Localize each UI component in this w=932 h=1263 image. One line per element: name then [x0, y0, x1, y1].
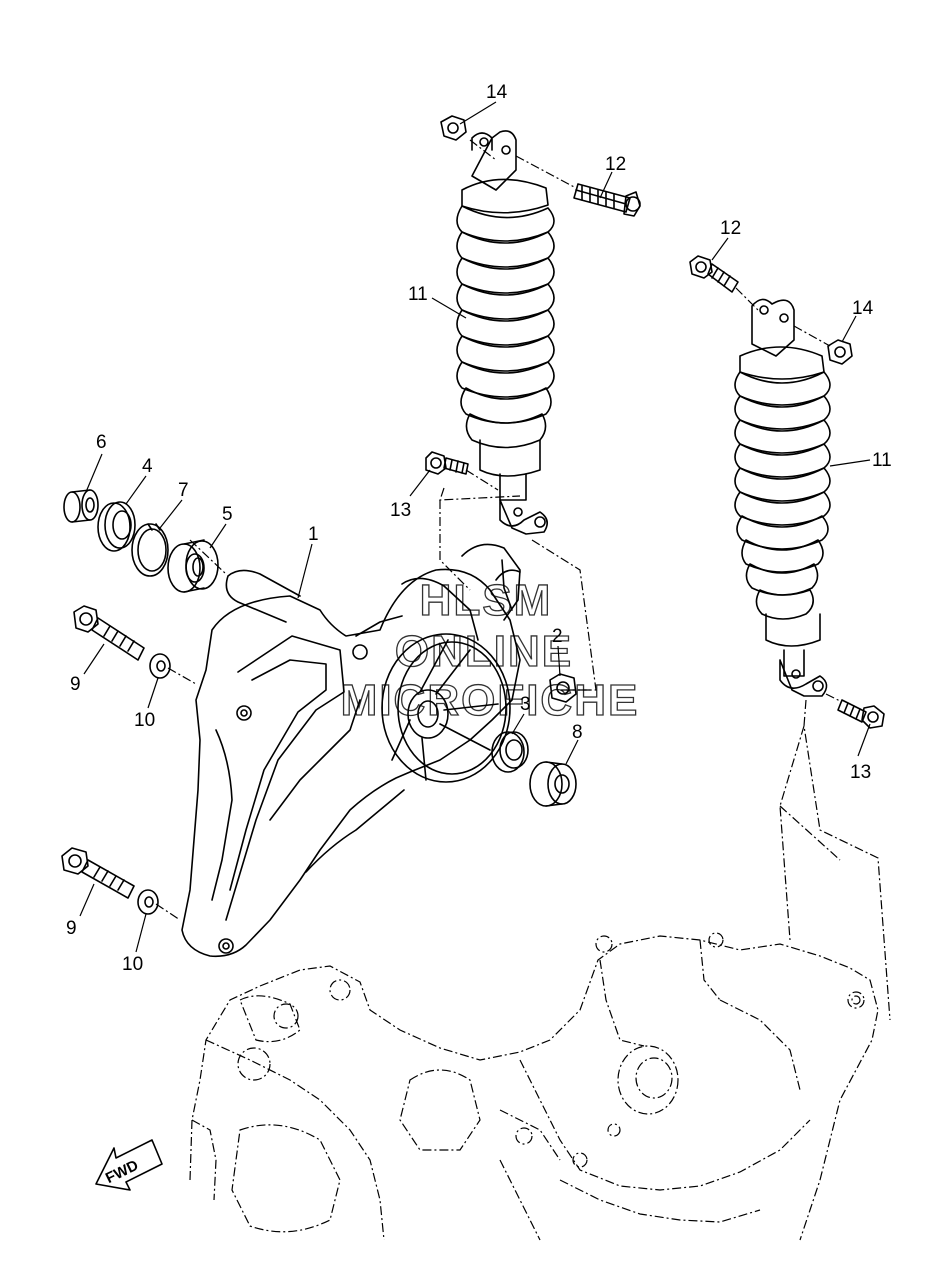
- watermark: HLSM ONLINE MICROFICHE: [340, 575, 640, 725]
- callout-4: 4: [142, 456, 153, 477]
- collar-6: [63, 489, 99, 523]
- callout-10-lower: 10: [122, 954, 143, 975]
- callout-6: 6: [96, 432, 107, 453]
- callout-7: 7: [178, 480, 189, 501]
- callout-1: 1: [308, 524, 319, 545]
- callout-leaders: [79, 101, 871, 953]
- callout-11-right: 11: [872, 450, 892, 471]
- watermark-line-2: ONLINE: [395, 627, 573, 676]
- callout-2: 2: [552, 626, 563, 647]
- callout-9-upper: 9: [70, 674, 81, 695]
- bearing-5: [167, 539, 219, 593]
- assembly-guide-lines: [155, 139, 891, 1021]
- callout-14-upper-left: 14: [486, 82, 508, 103]
- bolt-12-upper-left: [573, 183, 641, 217]
- callout-5: 5: [222, 504, 233, 525]
- callout-13-left: 13: [390, 500, 411, 521]
- damper-8: [529, 761, 577, 807]
- nut-14-upper-left: [440, 115, 467, 141]
- watermark-line-3: MICROFICHE: [341, 676, 640, 725]
- callout-3: 3: [520, 694, 531, 715]
- bolt-9-upper: [73, 605, 145, 661]
- washer-10-lower: [137, 889, 159, 915]
- oil-seal-4: [97, 501, 136, 552]
- callout-11-left: 11: [408, 284, 428, 305]
- callout-13-right: 13: [850, 762, 871, 783]
- callout-14-upper-right: 14: [852, 298, 874, 319]
- spacer-3: [491, 731, 529, 773]
- rear-shock-absorber-right: [734, 298, 831, 697]
- circlip-7: [131, 523, 169, 577]
- callout-9-lower: 9: [66, 918, 77, 939]
- bolt-13-lower-right: [837, 699, 885, 729]
- callout-8: 8: [572, 722, 583, 743]
- rear-arm-1: [181, 543, 521, 958]
- forward-direction-indicator: FWD: [95, 1139, 163, 1191]
- callout-12-upper-right: 12: [720, 218, 741, 239]
- engine-crankcase: [189, 932, 879, 1241]
- callout-labels: 14 12 11 12 14 11 6 4 7 5 1 13 2 3 8 13 …: [66, 82, 892, 975]
- callout-10-upper: 10: [134, 710, 155, 731]
- rear-shock-absorber-left: [456, 130, 555, 535]
- callout-12-upper-left: 12: [605, 154, 626, 175]
- washer-10-upper: [149, 653, 171, 679]
- fwd-label: FWD: [103, 1157, 141, 1187]
- nut-14-upper-right: [827, 339, 853, 365]
- bolt-12-upper-right: [689, 255, 739, 293]
- bolt-13-lower-left: [425, 451, 469, 475]
- bolt-9-lower: [61, 847, 135, 899]
